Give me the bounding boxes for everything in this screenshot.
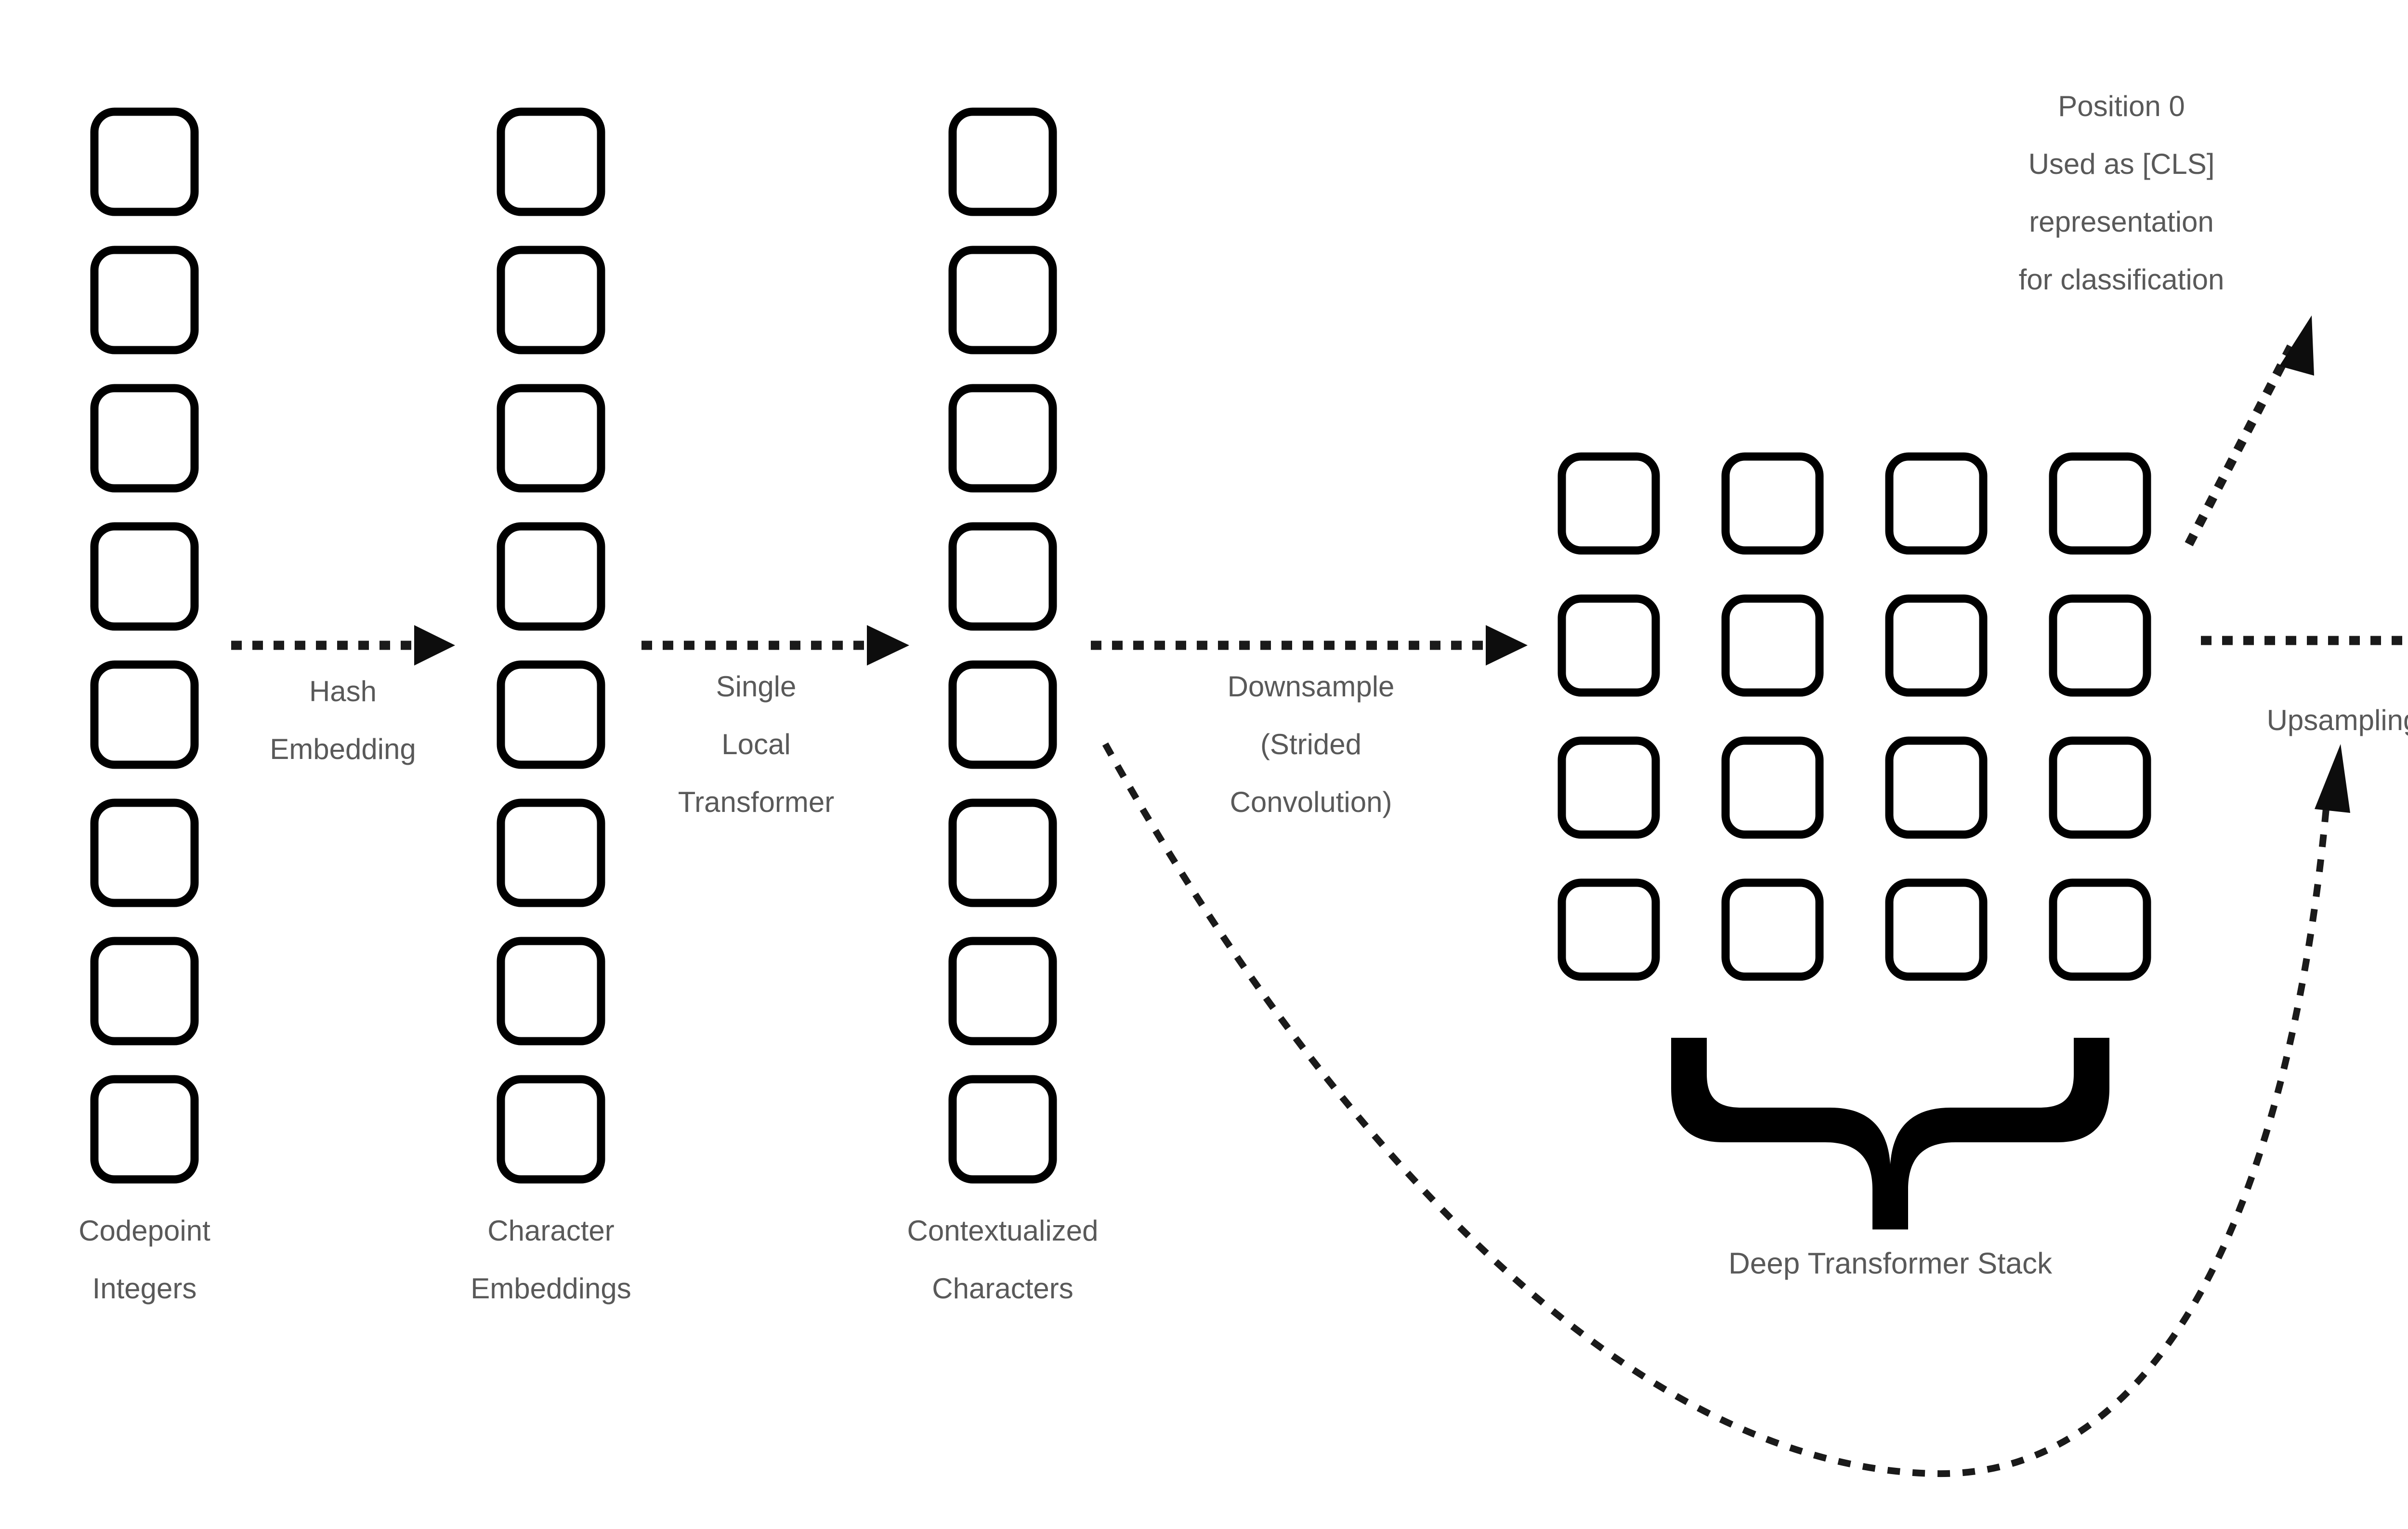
cell-box — [90, 798, 199, 907]
residual-skip-dotted-path — [1102, 742, 2332, 1477]
column-label-character-embeddings-line1: Character — [487, 1215, 614, 1247]
cell-box — [1721, 878, 1824, 981]
column-label-deep-transformer-stack: Deep Transformer Stack — [1728, 1247, 2053, 1280]
column-codepoint-integers: Codepoint Integers — [79, 107, 210, 1305]
column-label-character-embeddings-line2: Embeddings — [471, 1272, 631, 1305]
cell-box — [497, 660, 605, 769]
cell-box — [2049, 878, 2151, 981]
arrowhead-icon — [867, 625, 909, 666]
cell-box — [948, 1075, 1057, 1184]
dotted-line — [2185, 337, 2299, 547]
arrow-label-hash-embedding-line1: Hash — [309, 675, 377, 707]
arrow-downsample: Downsample (Strided Convolution) — [1091, 625, 1528, 818]
skip-connection-curve — [1102, 742, 2350, 1477]
arrow-label-hash-embedding-line2: Embedding — [270, 733, 416, 765]
cell-box — [1557, 878, 1660, 981]
cell-box — [1721, 452, 1824, 555]
arrow-label-downsample-line3: Convolution) — [1230, 786, 1392, 818]
arrowhead-icon — [2279, 315, 2314, 376]
cell-box — [2049, 736, 2151, 839]
callout-label-line1: Position 0 — [2058, 90, 2185, 122]
cell-box — [1721, 594, 1824, 697]
arrow-single-local-transformer: Single Local Transformer — [641, 625, 909, 818]
callout-position-zero-cls: Position 0 Used as [CLS] representation … — [2019, 90, 2314, 547]
cell-box — [90, 246, 199, 354]
deep-transformer-stack-brace — [1671, 1038, 2109, 1229]
arrow-label-single-local-transformer-line2: Local — [721, 728, 790, 760]
arrow-upsampling: Upsampling — [2201, 636, 2408, 736]
arrow-hash-embedding: Hash Embedding — [231, 625, 455, 765]
column-label-codepoint-integers: Codepoint — [79, 1215, 210, 1247]
cell-box — [1557, 736, 1660, 839]
cell-box — [90, 1075, 199, 1184]
cell-box — [948, 246, 1057, 354]
cell-box — [1557, 594, 1660, 697]
cell-box — [2049, 452, 2151, 555]
cell-box — [1557, 452, 1660, 555]
cell-box — [90, 384, 199, 493]
column-contextualized-characters: Contextualized Characters — [907, 107, 1099, 1305]
column-label-codepoint-integers-line2: Integers — [92, 1272, 197, 1305]
cell-box — [948, 522, 1057, 631]
arrowhead-icon — [2315, 744, 2350, 813]
cell-box — [497, 937, 605, 1045]
curly-brace-icon — [1671, 1038, 2109, 1229]
column-label-contextualized-characters-line2: Characters — [932, 1272, 1073, 1305]
arrowhead-icon — [1486, 625, 1528, 666]
cell-box — [1721, 736, 1824, 839]
cell-box — [1885, 736, 1988, 839]
arrowhead-icon — [414, 625, 455, 666]
cell-box — [90, 937, 199, 1045]
cell-box — [497, 246, 605, 354]
column-label-contextualized-characters-line1: Contextualized — [907, 1215, 1099, 1247]
cell-box — [948, 798, 1057, 907]
arrow-label-single-local-transformer-line3: Transformer — [678, 786, 835, 818]
callout-label-line4: for classification — [2019, 263, 2225, 296]
callout-label-line2: Used as [CLS] — [2028, 148, 2215, 180]
arrow-label-single-local-transformer-line1: Single — [716, 670, 797, 703]
cell-box — [948, 384, 1057, 493]
cell-box — [948, 107, 1057, 216]
cell-box — [90, 660, 199, 769]
cell-box — [2049, 594, 2151, 697]
arrow-label-downsample-line2: (Strided — [1260, 728, 1361, 760]
cell-box — [1885, 878, 1988, 981]
arrow-label-downsample-line1: Downsample — [1228, 670, 1395, 703]
cell-box — [497, 798, 605, 907]
cell-box — [497, 522, 605, 631]
cell-box — [1885, 594, 1988, 697]
cell-box — [90, 522, 199, 631]
cell-box — [90, 107, 199, 216]
cell-box — [497, 1075, 605, 1184]
column-character-embeddings: Character Embeddings — [471, 107, 631, 1305]
cell-box — [497, 107, 605, 216]
arrow-label-upsampling: Upsampling — [2267, 704, 2408, 736]
cell-box — [948, 660, 1057, 769]
column-deep-transformer-stack: Deep Transformer Stack — [1557, 452, 2151, 1280]
callout-label-line3: representation — [2029, 206, 2214, 238]
cell-box — [948, 937, 1057, 1045]
cell-box — [1885, 452, 1988, 555]
cell-box — [497, 384, 605, 493]
